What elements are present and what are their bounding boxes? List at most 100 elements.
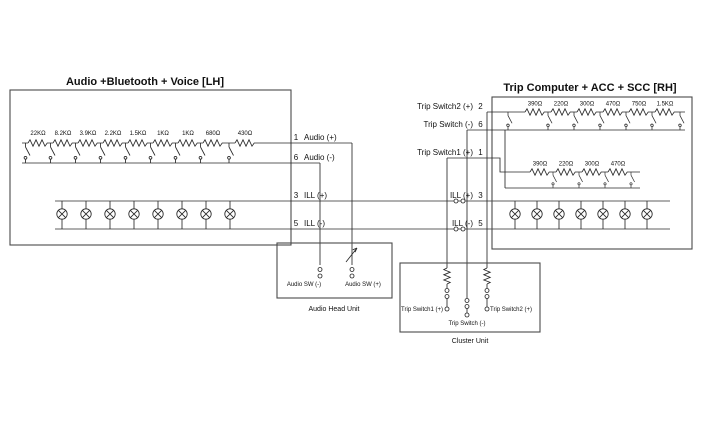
switch-icon <box>572 111 579 131</box>
connector-pin-icon <box>317 267 323 272</box>
connector-pin-icon <box>349 267 355 272</box>
resistor-icon <box>524 108 546 116</box>
audio-head-unit-label: Audio Head Unit <box>309 306 360 313</box>
connector-pin-icon <box>453 198 459 204</box>
right-lamp-row <box>509 200 653 230</box>
switch-icon <box>603 171 609 189</box>
left-resistor-values: 22KΩ 8.2KΩ 3.9KΩ 2.2KΩ 1.5KΩ 1KΩ 1KΩ 680… <box>30 131 252 137</box>
switch-icon <box>98 142 106 164</box>
connector-pin-icon <box>444 288 450 293</box>
resistor-value: 220Ω <box>559 162 574 168</box>
switch-icon <box>546 111 553 131</box>
resistor-icon <box>27 139 49 147</box>
pin-number: 1 <box>478 148 483 157</box>
pin-number: 3 <box>478 191 483 200</box>
resistor-icon <box>443 267 451 285</box>
audio-sw-pos-label: Audio SW (+) <box>345 282 381 288</box>
audio-sw-neg-label: Audio SW (-) <box>287 282 321 288</box>
switch-icon <box>678 111 685 131</box>
lamp-icon <box>152 200 164 230</box>
switch-icon <box>629 171 635 189</box>
switch-icon <box>148 142 156 164</box>
left-common-bus-wire <box>22 162 321 265</box>
lamp-icon <box>56 200 68 230</box>
resistor-icon <box>628 108 650 116</box>
lamp-icon <box>575 200 587 230</box>
resistor-icon <box>607 168 629 176</box>
pin-label: ILL (+) <box>450 191 473 200</box>
resistor-value: 390Ω <box>528 102 543 108</box>
resistor-icon <box>529 168 551 176</box>
pin-number: 5 <box>478 219 483 228</box>
pin-number: 1 <box>294 133 299 142</box>
resistor-value: 3.9KΩ <box>80 131 97 137</box>
connector-pin-icon <box>464 312 470 318</box>
pin-number: 3 <box>294 191 299 200</box>
pin-label: Trip Switch (-) <box>424 120 474 129</box>
right-pins: Trip Switch2 (+) Trip Switch (-) Trip Sw… <box>417 102 483 228</box>
switch-icon <box>48 142 56 164</box>
resistor-icon <box>234 139 256 147</box>
lamp-icon <box>224 200 236 230</box>
lamp-icon <box>597 200 609 230</box>
left-block-outline <box>9 89 292 246</box>
resistor-value: 430Ω <box>238 131 253 137</box>
resistor-icon <box>581 168 603 176</box>
lamp-icon <box>553 200 565 230</box>
switch-icon <box>173 142 181 164</box>
connector-pin-icon <box>453 226 459 232</box>
pin-label: ILL (+) <box>304 191 327 200</box>
resistor-value: 22KΩ <box>30 131 46 137</box>
pin-label: ILL (-) <box>452 219 473 228</box>
cluster-unit-label: Cluster Unit <box>452 338 489 345</box>
left-switch-row <box>23 142 234 164</box>
pin-label: Trip Switch2 (+) <box>417 102 473 111</box>
resistor-icon <box>102 139 124 147</box>
resistor-value: 220Ω <box>554 102 569 108</box>
connector-pin-icon <box>484 306 490 312</box>
switch-icon <box>577 171 583 189</box>
resistor-value: 750Ω <box>632 102 647 108</box>
switch-icon <box>624 111 631 131</box>
resistor-icon <box>483 267 491 285</box>
switch-icon <box>23 142 31 164</box>
switch-icon <box>198 142 206 164</box>
connector-pin-icon <box>317 273 323 279</box>
cluster-sw2-label: Trip Switch2 (+) <box>490 307 532 313</box>
switch-icon <box>551 171 557 189</box>
resistor-value: 1KΩ <box>157 131 169 137</box>
pin-label: Audio (+) <box>304 133 337 142</box>
cluster-sw1-label: Trip Switch1 (+) <box>401 307 443 313</box>
lamp-icon <box>619 200 631 230</box>
cluster-sw-neg-label: Trip Switch (-) <box>448 321 485 327</box>
audio-head-unit-outline <box>276 242 393 299</box>
connector-pin-icon <box>464 298 470 303</box>
lamp-icon <box>80 200 92 230</box>
resistor-icon <box>202 139 224 147</box>
resistor-icon <box>77 139 99 147</box>
right-row2-wire <box>446 130 640 307</box>
left-pins: 1 6 3 5 Audio (+) Audio (-) ILL (+) ILL … <box>294 133 337 228</box>
lamp-icon <box>531 200 543 230</box>
left-lamp-row <box>56 200 236 230</box>
left-resistor-row <box>27 139 256 147</box>
resistor-icon <box>602 108 624 116</box>
switch-icon <box>73 142 81 164</box>
resistor-icon <box>127 139 149 147</box>
connector-pin-icon <box>460 198 466 204</box>
pin-label: Trip Switch1 (+) <box>417 148 473 157</box>
connector-pin-icon <box>484 288 490 293</box>
lamp-icon <box>641 200 653 230</box>
resistor-icon <box>177 139 199 147</box>
connector-pin-icon <box>464 304 470 309</box>
resistor-value: 300Ω <box>580 102 595 108</box>
left-resistor-chain-wire <box>22 142 353 265</box>
resistor-value: 1.5KΩ <box>130 131 147 137</box>
connector-pin-icon <box>484 294 490 299</box>
switch-icon <box>506 111 513 131</box>
lamp-icon <box>509 200 521 230</box>
right-common-bus-wire <box>466 129 685 313</box>
right-row1-wire <box>486 111 685 307</box>
